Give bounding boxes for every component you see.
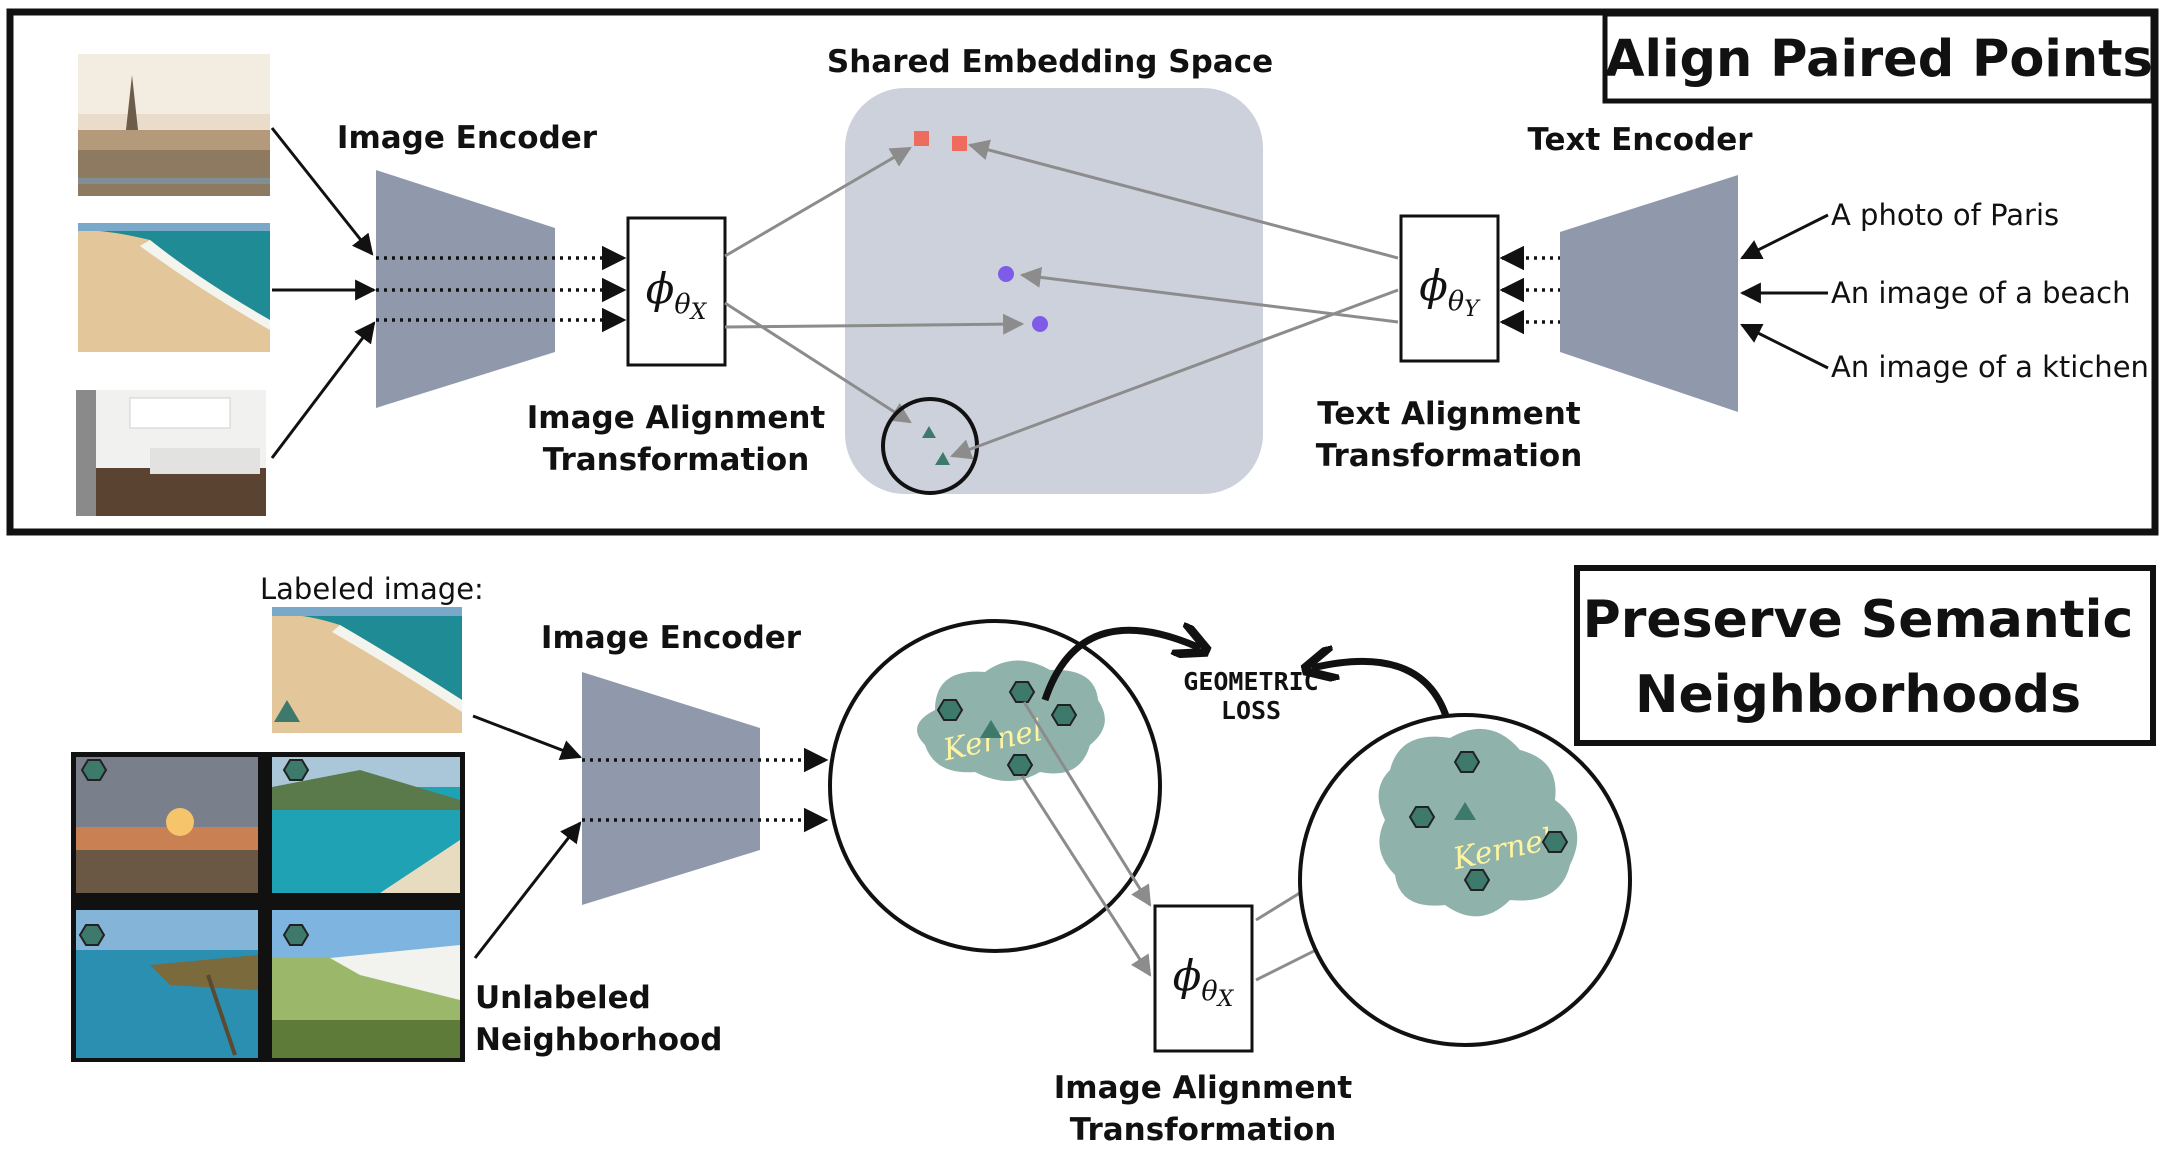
hex-marker-left-1 <box>1008 681 1036 703</box>
text-alignment-label-1: Text Alignment <box>1317 396 1581 432</box>
circle-marker-image <box>1032 316 1048 332</box>
paris-image <box>78 54 270 196</box>
caption-beach: An image of a beach <box>1831 276 2131 310</box>
hex-marker-left-2 <box>936 699 964 721</box>
sunset-beach-image <box>76 757 258 893</box>
geometric-loss-label-1: GEOMETRIC <box>1183 667 1318 696</box>
kernel-cloud-right <box>1378 728 1578 917</box>
arrow-phiy-to-square <box>967 139 1399 260</box>
circle-marker-text <box>998 266 1014 282</box>
arrow-phix-to-triangle <box>724 301 912 424</box>
loss-arrow-left <box>1041 630 1200 702</box>
hex-marker-grid-4 <box>282 924 310 946</box>
image-alignment-label-top-2: Transformation <box>543 442 810 478</box>
triangle-marker-right <box>1454 802 1476 820</box>
text-alignment-label-2: Transformation <box>1316 438 1583 474</box>
preserve-title-2: Neighborhoods <box>1635 665 2081 725</box>
embedding-space-label: Shared Embedding Space <box>827 44 1273 80</box>
image-encoder-label-bottom: Image Encoder <box>541 620 802 656</box>
text-encoder-label: Text Encoder <box>1527 122 1753 158</box>
hex-marker-left-4 <box>1006 754 1034 776</box>
hex-marker-right-2 <box>1408 806 1436 828</box>
top-panel-frame <box>6 8 2159 536</box>
image-alignment-box-top <box>626 216 727 367</box>
caption-paris: A photo of Paris <box>1831 198 2059 232</box>
image-alignment-label-bottom-1: Image Alignment <box>1054 1070 1353 1106</box>
beach-image <box>78 223 270 352</box>
preserve-title-box <box>1574 565 2156 746</box>
triangle-marker-left <box>980 720 1002 738</box>
arrow-unlabeled-to-encoder <box>473 821 582 959</box>
image-alignment-label-bottom-2: Transformation <box>1070 1112 1337 1148</box>
unlabeled-label-1: Unlabeled <box>475 980 651 1016</box>
coastal-cliff-image <box>76 910 258 1058</box>
align-title-box <box>1602 11 2156 104</box>
arrow-labeled-to-encoder <box>472 714 582 761</box>
align-title: Align Paired Points <box>1605 30 2153 89</box>
hex-marker-right-1 <box>1453 751 1481 773</box>
hex-marker-left-3 <box>1050 704 1078 726</box>
labeled-triangle-marker <box>274 700 300 722</box>
image-encoder-label-top: Image Encoder <box>337 120 598 156</box>
text-encoder <box>1560 175 1738 412</box>
arrow-paris-to-encoder <box>270 127 374 256</box>
square-marker-text <box>952 136 967 151</box>
arrow-kitchen-to-encoder <box>270 321 376 459</box>
triangle-marker-text <box>935 452 950 465</box>
hex-marker-grid-2 <box>282 759 310 781</box>
bottom-panel: Preserve Semantic Neighborhoods Labeled … <box>71 565 2156 1148</box>
arrow-caption-3 <box>1740 323 1829 370</box>
arrow-left-to-phi-2 <box>1020 775 1152 977</box>
hex-marker-right-3 <box>1541 831 1569 853</box>
unlabeled-label-2: Neighborhood <box>475 1022 723 1058</box>
hex-marker-grid-3 <box>78 924 106 946</box>
preserve-title-1: Preserve Semantic <box>1583 590 2134 650</box>
arrow-caption-1 <box>1740 213 1829 260</box>
arrow-phiy-to-triangle <box>950 288 1399 460</box>
loss-arrow-right <box>1312 661 1454 731</box>
geometric-loss-label-2: LOSS <box>1221 696 1281 725</box>
top-panel: Align Paired Points Ima <box>6 8 2159 536</box>
labeled-beach-image <box>272 607 462 733</box>
kernel-cloud-left <box>917 660 1105 781</box>
text-alignment-box <box>1399 214 1500 363</box>
hex-marker-right-4 <box>1463 869 1491 891</box>
hex-marker-grid-1 <box>80 759 108 781</box>
image-encoder-bottom <box>582 672 760 905</box>
arrow-phix-to-square <box>724 146 912 258</box>
image-alignment-label-top-1: Image Alignment <box>527 400 826 436</box>
labeled-image-label: Labeled image: <box>260 572 484 606</box>
arrow-left-to-phi-1 <box>1022 701 1152 907</box>
image-alignment-box-bottom <box>1153 904 1254 1053</box>
caption-kitchen: An image of a ktichen <box>1831 350 2149 384</box>
kitchen-image <box>76 390 266 516</box>
shared-embedding-space <box>845 88 1263 494</box>
triangle-marker-image <box>922 426 936 438</box>
square-marker-image <box>914 131 929 146</box>
arrow-phix-to-circle <box>724 313 1025 335</box>
